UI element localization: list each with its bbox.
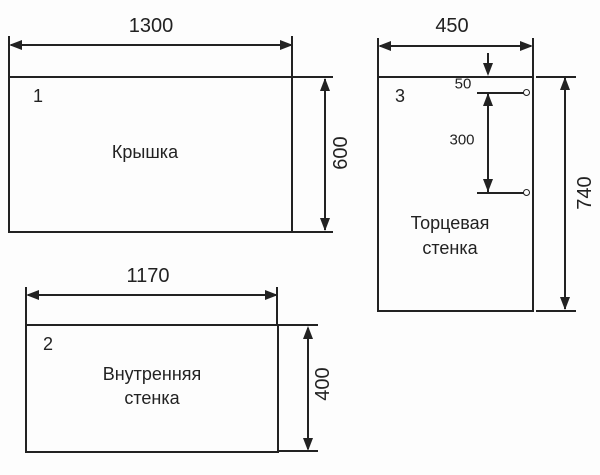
part3-height-value: 740 xyxy=(574,176,596,210)
extension-line xyxy=(532,38,534,76)
part2-outline xyxy=(25,324,279,453)
arrow-up-icon xyxy=(483,93,493,106)
part1-name: Крышка xyxy=(111,142,179,162)
part1-number: 1 xyxy=(32,86,44,106)
arrow-down-icon xyxy=(483,63,493,76)
arrow-down-icon xyxy=(560,297,570,310)
hole-spacing-dimension-line xyxy=(487,94,489,192)
hole-leader-line xyxy=(477,92,526,94)
hole-leader-line xyxy=(477,192,526,194)
arrow-right-icon xyxy=(520,41,533,51)
extension-line xyxy=(536,76,576,78)
hole-spacing-value: 300 xyxy=(449,131,475,149)
hole-marker-icon xyxy=(523,89,530,96)
hole-offset-dimension-line xyxy=(487,53,489,66)
part2-number: 2 xyxy=(42,334,54,354)
arrow-up-icon xyxy=(560,77,570,90)
arrow-up-icon xyxy=(303,326,313,339)
extension-line xyxy=(279,450,318,452)
arrow-right-icon xyxy=(280,40,293,50)
extension-line xyxy=(536,310,576,312)
part2-height-dimension-line xyxy=(307,328,309,449)
part1-width-dimension-line xyxy=(11,44,291,46)
arrow-left-icon xyxy=(26,290,39,300)
extension-line xyxy=(276,287,278,324)
part3-name-line2: стенка xyxy=(422,238,478,258)
arrow-up-icon xyxy=(320,78,330,91)
arrow-right-icon xyxy=(265,290,278,300)
part1-height-value: 600 xyxy=(330,136,352,170)
part1-outline xyxy=(8,76,293,233)
arrow-down-icon xyxy=(483,179,493,192)
part2-name-line2: стенка xyxy=(124,388,180,408)
hole-top-offset-value: 50 xyxy=(454,75,472,93)
part3-number: 3 xyxy=(394,86,406,106)
part1-height-dimension-line xyxy=(324,79,326,230)
arrow-down-icon xyxy=(303,438,313,451)
part3-width-value: 450 xyxy=(435,15,469,37)
part3-width-dimension-line xyxy=(380,45,531,47)
extension-line xyxy=(291,36,293,76)
part2-width-dimension-line xyxy=(28,294,276,296)
part2-width-value: 1170 xyxy=(126,265,170,287)
part3-height-dimension-line xyxy=(564,78,566,309)
part2-name-line1: Внутренняя xyxy=(102,364,202,384)
hole-marker-icon xyxy=(523,189,530,196)
part2-height-value: 400 xyxy=(312,367,334,401)
extension-line xyxy=(25,287,27,324)
extension-line xyxy=(293,231,333,233)
extension-line xyxy=(8,36,10,76)
extension-line xyxy=(377,38,379,76)
part1-width-value: 1300 xyxy=(128,15,174,37)
part3-name-line1: Торцевая xyxy=(410,213,490,233)
extension-line xyxy=(293,76,333,78)
extension-line xyxy=(279,324,318,326)
arrow-left-icon xyxy=(9,40,22,50)
arrow-left-icon xyxy=(378,41,391,51)
arrow-down-icon xyxy=(320,218,330,231)
part3-outline xyxy=(377,76,534,312)
